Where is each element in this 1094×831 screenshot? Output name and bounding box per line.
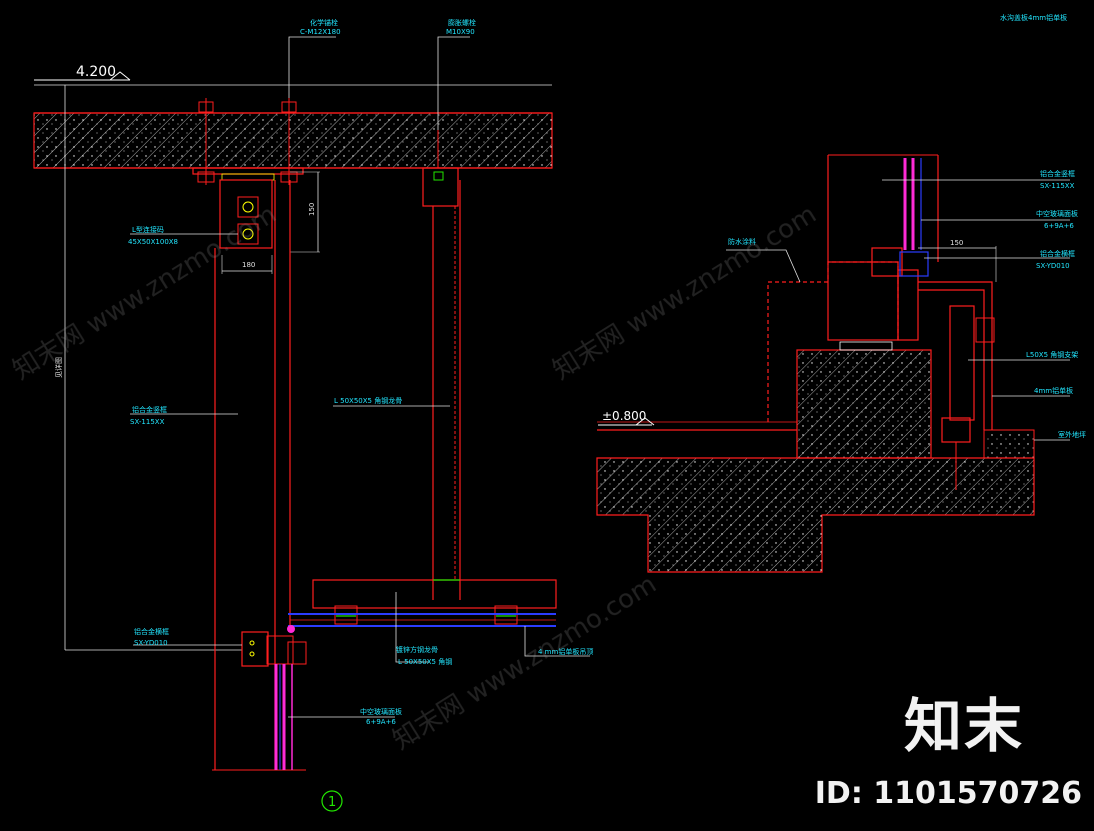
glass-panel-right	[903, 158, 922, 250]
label-r-transom: 铝合金横框	[1040, 249, 1075, 258]
dim-plate-height: 150	[290, 171, 320, 253]
label-expansion-bolt-spec: M10X90	[446, 28, 475, 36]
dim-total-height: 见详图	[54, 85, 242, 651]
label-chem-anchor: 化学锚栓	[310, 18, 338, 27]
label-transom-spec: SX-YD010	[134, 639, 168, 647]
right-leaders	[726, 179, 1070, 441]
label-outdoor-ground: 室外地坪	[1058, 430, 1086, 439]
label-mullion-spec: SX-115XX	[130, 418, 165, 426]
label-gutter-cover: 水沟盖板4mm铝单板	[1000, 13, 1067, 22]
dim-right-150: 150	[950, 239, 963, 247]
label-ceiling: 4 mm铝单板吊顶	[538, 647, 593, 656]
left-labels: 化学锚栓 C-M12X180 膨胀螺栓 M10X90 L型连接码 45X50X1…	[128, 18, 593, 726]
right-labels: 水沟盖板4mm铝单板 铝合金竖框 SX-115XX 中空玻璃面板 6+9A+6 …	[728, 13, 1086, 439]
left-leaders	[130, 36, 590, 718]
gutter-cover	[918, 281, 1035, 490]
transom-joint	[241, 625, 307, 667]
level-marker-floor: ±0.800	[598, 409, 655, 426]
bolt-icon	[197, 98, 298, 185]
label-mullion: 铝合金竖框	[132, 405, 167, 414]
label-r-mullion: 铝合金竖框	[1040, 169, 1075, 178]
label-r-mullion-spec: SX-115XX	[1040, 182, 1075, 190]
left-detail: 4.200	[33, 18, 593, 812]
level-marker-top: 4.200	[34, 64, 552, 86]
label-angle-keel: L 50X50X5 角钢龙骨	[334, 396, 402, 405]
label-r-glass-spec: 6+9A+6	[1044, 222, 1074, 230]
label-steel-keel: 镀锌方钢龙骨	[396, 645, 438, 654]
label-transom: 铝合金横框	[134, 627, 169, 636]
right-detail: ±0.800	[596, 13, 1086, 573]
ceiling-frame	[288, 579, 557, 627]
dim-total-text: 见详图	[54, 357, 63, 378]
dim-plate-width: 180	[221, 255, 273, 274]
floor-slab	[596, 457, 1035, 573]
label-glass-spec: 6+9A+6	[366, 718, 396, 726]
label-l-bracket-spec: 45X50X100X8	[128, 238, 178, 246]
watermark-logo: 知末	[903, 692, 1024, 760]
l-bracket	[219, 179, 273, 249]
plinth	[597, 349, 932, 459]
watermark-id: ID: 1101570726	[814, 776, 1082, 811]
label-r-transom-spec: SX-YD010	[1036, 262, 1070, 270]
label-glass: 中空玻璃面板	[360, 707, 402, 716]
label-chem-anchor-spec: C-M12X180	[300, 28, 341, 36]
svg-text:知末网 www.znzmo.com: 知末网 www.znzmo.com	[548, 199, 822, 386]
label-expansion-bolt: 膨胀螺栓	[448, 18, 476, 27]
section-number-icon: 1	[321, 790, 343, 812]
hanger-angle	[422, 130, 461, 600]
label-angle-support: L50X5 角钢支架	[1026, 350, 1078, 359]
label-l-bracket: L型连接码	[132, 225, 164, 234]
section-number-text: 1	[328, 795, 336, 810]
label-r-glass: 中空玻璃面板	[1036, 209, 1078, 218]
label-angle: L 50X50X5 角钢	[398, 657, 452, 666]
sill-frame	[827, 154, 939, 351]
level-top-text: 4.200	[76, 64, 116, 80]
dim-180-text: 180	[242, 261, 255, 269]
dim-150-text: 150	[308, 203, 316, 216]
level-floor-text: ±0.800	[602, 409, 646, 423]
label-alu-panel: 4mm铝单板	[1034, 386, 1073, 395]
dim-right-top: 150	[918, 239, 997, 282]
concrete-slab-top	[33, 112, 553, 169]
label-waterproof: 防水涂料	[728, 237, 756, 246]
